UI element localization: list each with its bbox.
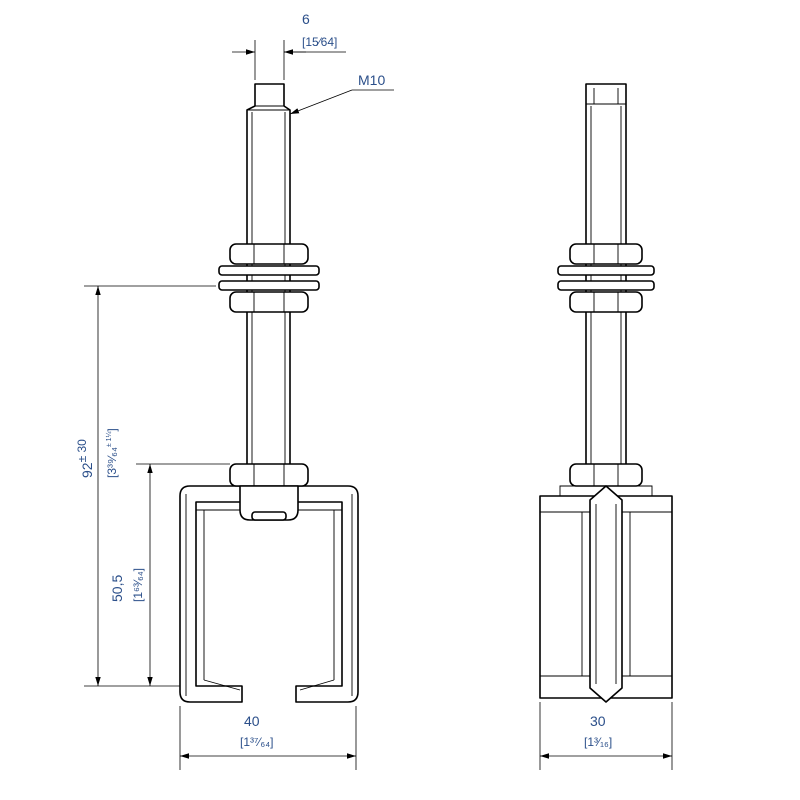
- dim-total-height: 92± 30 [3³⁹⁄₆₄± 1¼]: [75, 285, 216, 687]
- side-upper-nut: [569, 243, 643, 265]
- side-hex-spine: [589, 485, 623, 703]
- dim-total-height-tolerance: ± 30: [75, 439, 89, 463]
- side-lower-washer: [557, 280, 655, 291]
- dim-slot-width: 6 [15⁄64]: [232, 11, 346, 80]
- dim-side-width-value: 30: [590, 713, 606, 729]
- dim-total-height-imperial-text: [3³⁹⁄₆₄± 1¼]: [105, 428, 119, 478]
- side-threaded-rod: [585, 245, 627, 473]
- dim-bracket-height: 50,5 [1⁶³⁄₆₄]: [109, 463, 230, 686]
- dim-bracket-height-imperial: [1⁶³⁄₆₄]: [131, 568, 145, 602]
- dim-total-height-imperial: [3³⁹⁄₆₄: [105, 447, 119, 478]
- dim-bracket-width-imperial: [1³⁷⁄₆₄]: [240, 735, 273, 749]
- dim-bracket-height-value: 50,5: [109, 575, 125, 602]
- dim-thread-label: M10: [289, 72, 394, 115]
- upper-washer: [218, 265, 320, 276]
- threaded-rod: [246, 245, 291, 473]
- front-view: [179, 83, 359, 703]
- lower-washer: [218, 280, 320, 291]
- dim-side-width: 30 [1³⁄₁₆]: [539, 702, 673, 770]
- bracket-nut: [229, 463, 309, 521]
- dim-slot-width-value: 6: [302, 11, 310, 27]
- dim-total-height-imperial-tolerance: ± 1¼: [106, 431, 113, 447]
- rod-tip: [246, 83, 291, 247]
- dim-side-width-imperial: [1³⁄₁₆]: [584, 735, 612, 749]
- dim-thread-value: M10: [358, 72, 385, 88]
- upper-nut: [229, 243, 309, 265]
- lock-nut: [229, 291, 309, 313]
- side-view: [539, 83, 673, 703]
- dim-slot-width-imperial: [15⁄64]: [302, 35, 337, 49]
- dim-bracket-width-value: 40: [244, 713, 260, 729]
- side-bracket-nut: [569, 463, 643, 487]
- dim-total-height-imperial-close: ]: [105, 428, 119, 431]
- side-rod-tip: [585, 83, 627, 247]
- channel-bracket: [179, 485, 359, 703]
- dim-bracket-width: 40 [1³⁷⁄₆₄]: [179, 706, 357, 770]
- dim-total-height-text: 92± 30: [75, 439, 95, 478]
- side-upper-washer: [557, 265, 655, 276]
- side-lock-nut: [569, 291, 643, 313]
- dim-total-height-value: 92: [79, 462, 95, 478]
